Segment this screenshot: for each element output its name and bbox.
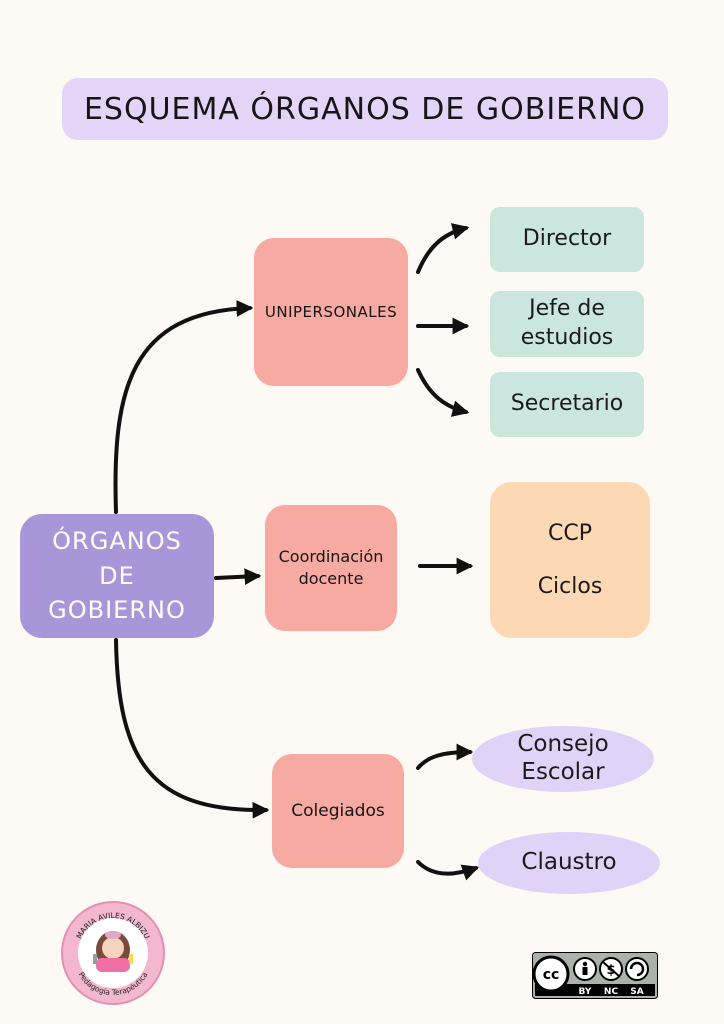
node-consejo-line-2: Escolar (521, 759, 605, 785)
sharealike-icon (625, 957, 649, 981)
node-claustro-label: Claustro (521, 849, 617, 876)
node-ciclos-label: Ciclos (537, 574, 603, 599)
cc-icon (532, 955, 570, 993)
node-director: Director (490, 207, 644, 272)
branch-colegiados: Colegiados (272, 754, 404, 868)
page-title: ESQUEMA ÓRGANOS DE GOBIERNO (62, 78, 668, 140)
node-jefe-de-estudios: Jefe de estudios (490, 291, 644, 357)
node-ccp-label: CCP (548, 521, 592, 546)
cc-license-badge: cc $ BY NC SA (532, 952, 658, 999)
node-jefe-line-1: Jefe de (529, 296, 605, 322)
arrow-root-to-coordinacion (214, 568, 262, 586)
node-ccp-ciclos: CCP Ciclos (490, 482, 650, 638)
svg-text:cc: cc (543, 967, 560, 983)
branch-colegiados-label: Colegiados (291, 801, 385, 821)
root-line-3: GOBIERNO (48, 596, 186, 625)
author-logo: MARIA AVILES ALBIZU Pedagogía Terapéutic… (61, 901, 165, 1005)
cc-nc-label: NC (604, 987, 619, 997)
arrow-to-secretario (416, 368, 470, 417)
branch-unipersonales-label: UNIPERSONALES (264, 303, 398, 321)
arrow-to-director (416, 223, 470, 274)
root-node: ÓRGANOS DE GOBIERNO (20, 514, 214, 638)
root-line-1: ÓRGANOS (52, 526, 182, 555)
branch-unipersonales: UNIPERSONALES (254, 238, 408, 386)
branch-coordinacion-line-1: Coordinación (278, 547, 384, 567)
cc-by-label: BY (579, 987, 592, 997)
node-consejo-line-1: Consejo (517, 731, 609, 758)
arrow-to-consejo (416, 743, 474, 770)
cc-sa-label: SA (630, 987, 643, 997)
svg-text:$: $ (606, 963, 615, 978)
arrow-root-to-unipersonales (113, 300, 254, 514)
node-claustro: Claustro (478, 832, 660, 894)
branch-coordinacion-line-2: docente (298, 569, 364, 588)
arrow-root-to-colegiados (114, 638, 270, 819)
branch-coordinacion: Coordinación docente (265, 505, 397, 631)
node-director-label: Director (522, 226, 612, 252)
node-secretario-label: Secretario (510, 391, 624, 417)
root-line-2: DE (99, 561, 135, 590)
node-jefe-line-2: estudios (520, 325, 614, 350)
node-consejo-escolar: Consejo Escolar (472, 726, 654, 792)
node-secretario: Secretario (490, 372, 644, 437)
arrow-to-claustro (416, 860, 480, 881)
